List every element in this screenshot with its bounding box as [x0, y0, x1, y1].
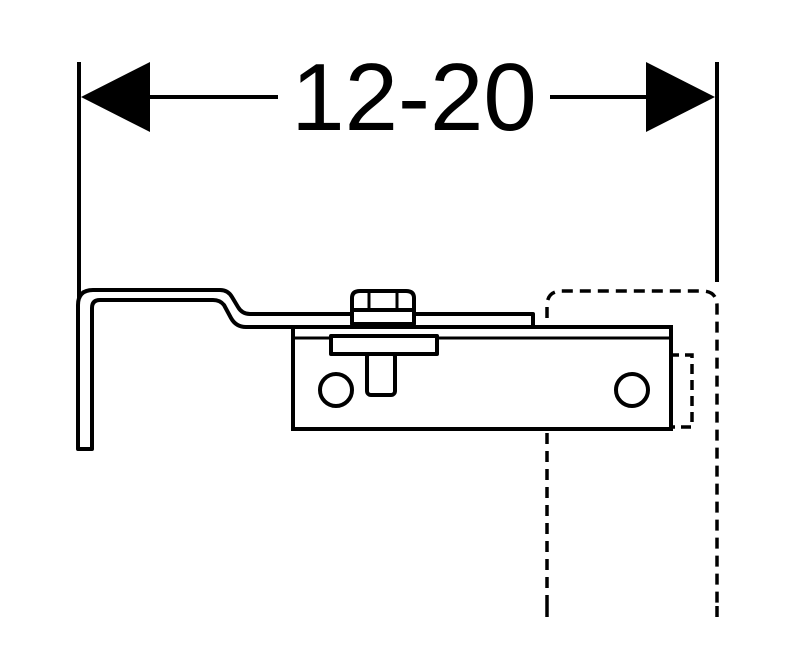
washer	[329, 334, 439, 356]
bolt-hex-head	[350, 289, 416, 326]
arrowhead-left	[81, 62, 150, 132]
dimension-label: 12-20	[291, 44, 537, 151]
bolt	[329, 289, 439, 397]
bolt-shank	[365, 351, 397, 397]
arrowhead-right	[646, 62, 715, 132]
mounting-hole-right	[614, 372, 650, 408]
sliding-plate	[291, 325, 673, 431]
dashed-frame-outline	[545, 289, 719, 620]
mounting-hole-left	[318, 372, 354, 408]
